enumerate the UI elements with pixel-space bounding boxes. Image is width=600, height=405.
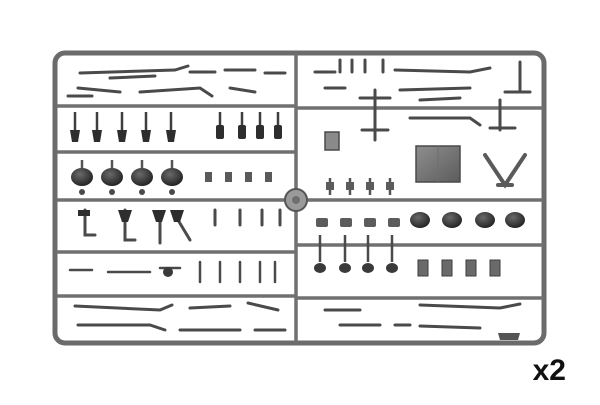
rifle-parts-row-1 bbox=[66, 64, 287, 98]
helmet-parts-right bbox=[316, 212, 525, 228]
v-bipod-part bbox=[483, 153, 527, 189]
maker-mark bbox=[498, 333, 520, 340]
sprue-gate-disc bbox=[284, 188, 308, 212]
bipod-parts bbox=[323, 86, 517, 142]
square-plate-part bbox=[415, 145, 461, 183]
sprue-frame bbox=[52, 50, 547, 346]
tool-handle-parts-row bbox=[78, 208, 282, 245]
rifle-parts-row-bottom bbox=[73, 301, 287, 332]
rifle-parts-row-right bbox=[313, 58, 532, 102]
quantity-label: x2 bbox=[532, 354, 566, 387]
sprue-runners bbox=[56, 53, 544, 343]
helmet-parts-row bbox=[71, 160, 272, 195]
canteen-parts-row bbox=[326, 178, 394, 195]
rifle-parts-row-right-bottom bbox=[323, 302, 522, 330]
pouch-parts-row bbox=[314, 235, 501, 277]
small-box-part bbox=[324, 131, 340, 151]
small-parts-row bbox=[68, 260, 277, 284]
shovel-parts-row bbox=[70, 112, 282, 142]
